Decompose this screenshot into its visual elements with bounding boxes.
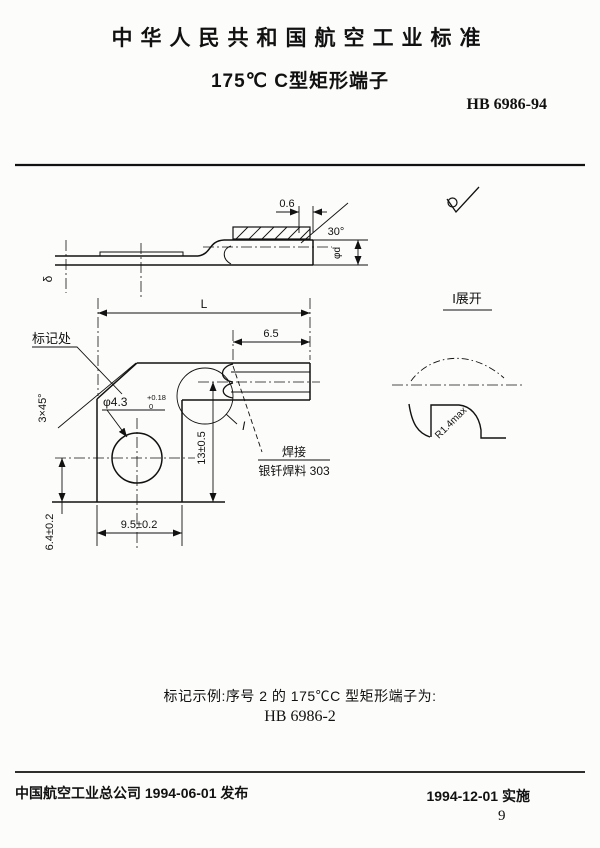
page-number: 9 xyxy=(498,808,506,824)
dim-L-label: L xyxy=(201,297,208,311)
front-view-strip-lines xyxy=(231,371,310,393)
weld-callout: 焊接 银钎焊料 303 xyxy=(232,365,330,478)
dim-6-4-label: 6.4±0.2 xyxy=(44,514,56,551)
detail-circle xyxy=(176,367,234,425)
detail-radius-label: R1.4max xyxy=(433,405,469,441)
footer-effective-date: 1994-12-01 实施 xyxy=(426,788,530,804)
dim-hole-dia: φ4.3 +0.18 0 xyxy=(102,393,166,438)
footer-publisher: 中国航空工业总公司 1994-06-01 发布 xyxy=(15,785,249,801)
dim-phi-d: φd xyxy=(313,239,368,266)
dim-6-5-label: 6.5 xyxy=(263,328,278,340)
weld-label: 焊接 xyxy=(282,444,306,459)
dim-chamfer: 3×45° xyxy=(37,362,137,429)
dim-0-6-label: 0.6 xyxy=(279,198,294,210)
detail-view: I展开 R1.4max xyxy=(392,291,522,441)
dim-13-label: 13±0.5 xyxy=(196,431,208,465)
dim-hole-dia-label: φ4.3 xyxy=(103,395,128,409)
marking-place-label: 标记处 xyxy=(32,331,71,346)
dim-chamfer-label: 3×45° xyxy=(37,393,49,422)
marking-example-line1: 标记示例:序号 2 的 175℃C 型矩形端子为: xyxy=(163,688,437,704)
hole-centerlines xyxy=(55,418,195,550)
side-view-overlap-plate xyxy=(99,251,184,256)
side-view-outline xyxy=(55,239,314,266)
hatched-section xyxy=(232,226,311,240)
detail-ref: I xyxy=(225,413,246,433)
side-view: 0.6 30° φd δ xyxy=(41,198,368,298)
dim-0-6: 0.6 xyxy=(276,198,327,233)
dim-L: L xyxy=(98,297,310,317)
front-view-outline xyxy=(96,362,311,502)
marking-place: 标记处 xyxy=(32,331,123,395)
side-view-centerlines xyxy=(65,240,332,298)
surface-roughness-icon xyxy=(446,186,480,214)
dim-30deg: 30° xyxy=(300,202,349,244)
side-view-fold-curve xyxy=(223,245,232,265)
detail-developed-arc xyxy=(410,357,505,382)
dim-30deg-label: 30° xyxy=(328,226,345,238)
front-view: L 6.5 I 标记处 xyxy=(32,297,330,550)
dim-9-5: 9.5±0.2 xyxy=(96,505,183,546)
dim-hole-tol-lower: 0 xyxy=(149,402,153,411)
dim-hole-tol-upper: +0.18 xyxy=(147,393,166,402)
dim-6-5: 6.5 xyxy=(233,328,310,346)
detail-view-title: I展开 xyxy=(452,291,482,306)
dim-6-4: 6.4±0.2 xyxy=(44,458,66,551)
fold-arcs xyxy=(221,363,234,399)
front-view-ext-lines xyxy=(97,298,311,396)
detail-ref-label: I xyxy=(242,419,246,433)
dim-9-5-label: 9.5±0.2 xyxy=(121,519,158,531)
dim-13: 13±0.5 xyxy=(196,382,217,502)
solder-label: 银钎焊料 303 xyxy=(258,463,330,478)
dim-delta-label: δ xyxy=(41,275,55,282)
detail-profile xyxy=(408,403,506,439)
dim-phi-d-label: φd xyxy=(332,247,343,259)
document-title: 中华人民共和国航空工业标准 xyxy=(111,27,489,50)
marking-example-line2: HB 6986-2 xyxy=(264,708,336,725)
document-subtitle: 175℃ C型矩形端子 xyxy=(210,71,390,92)
standard-number: HB 6986-94 xyxy=(466,96,547,113)
